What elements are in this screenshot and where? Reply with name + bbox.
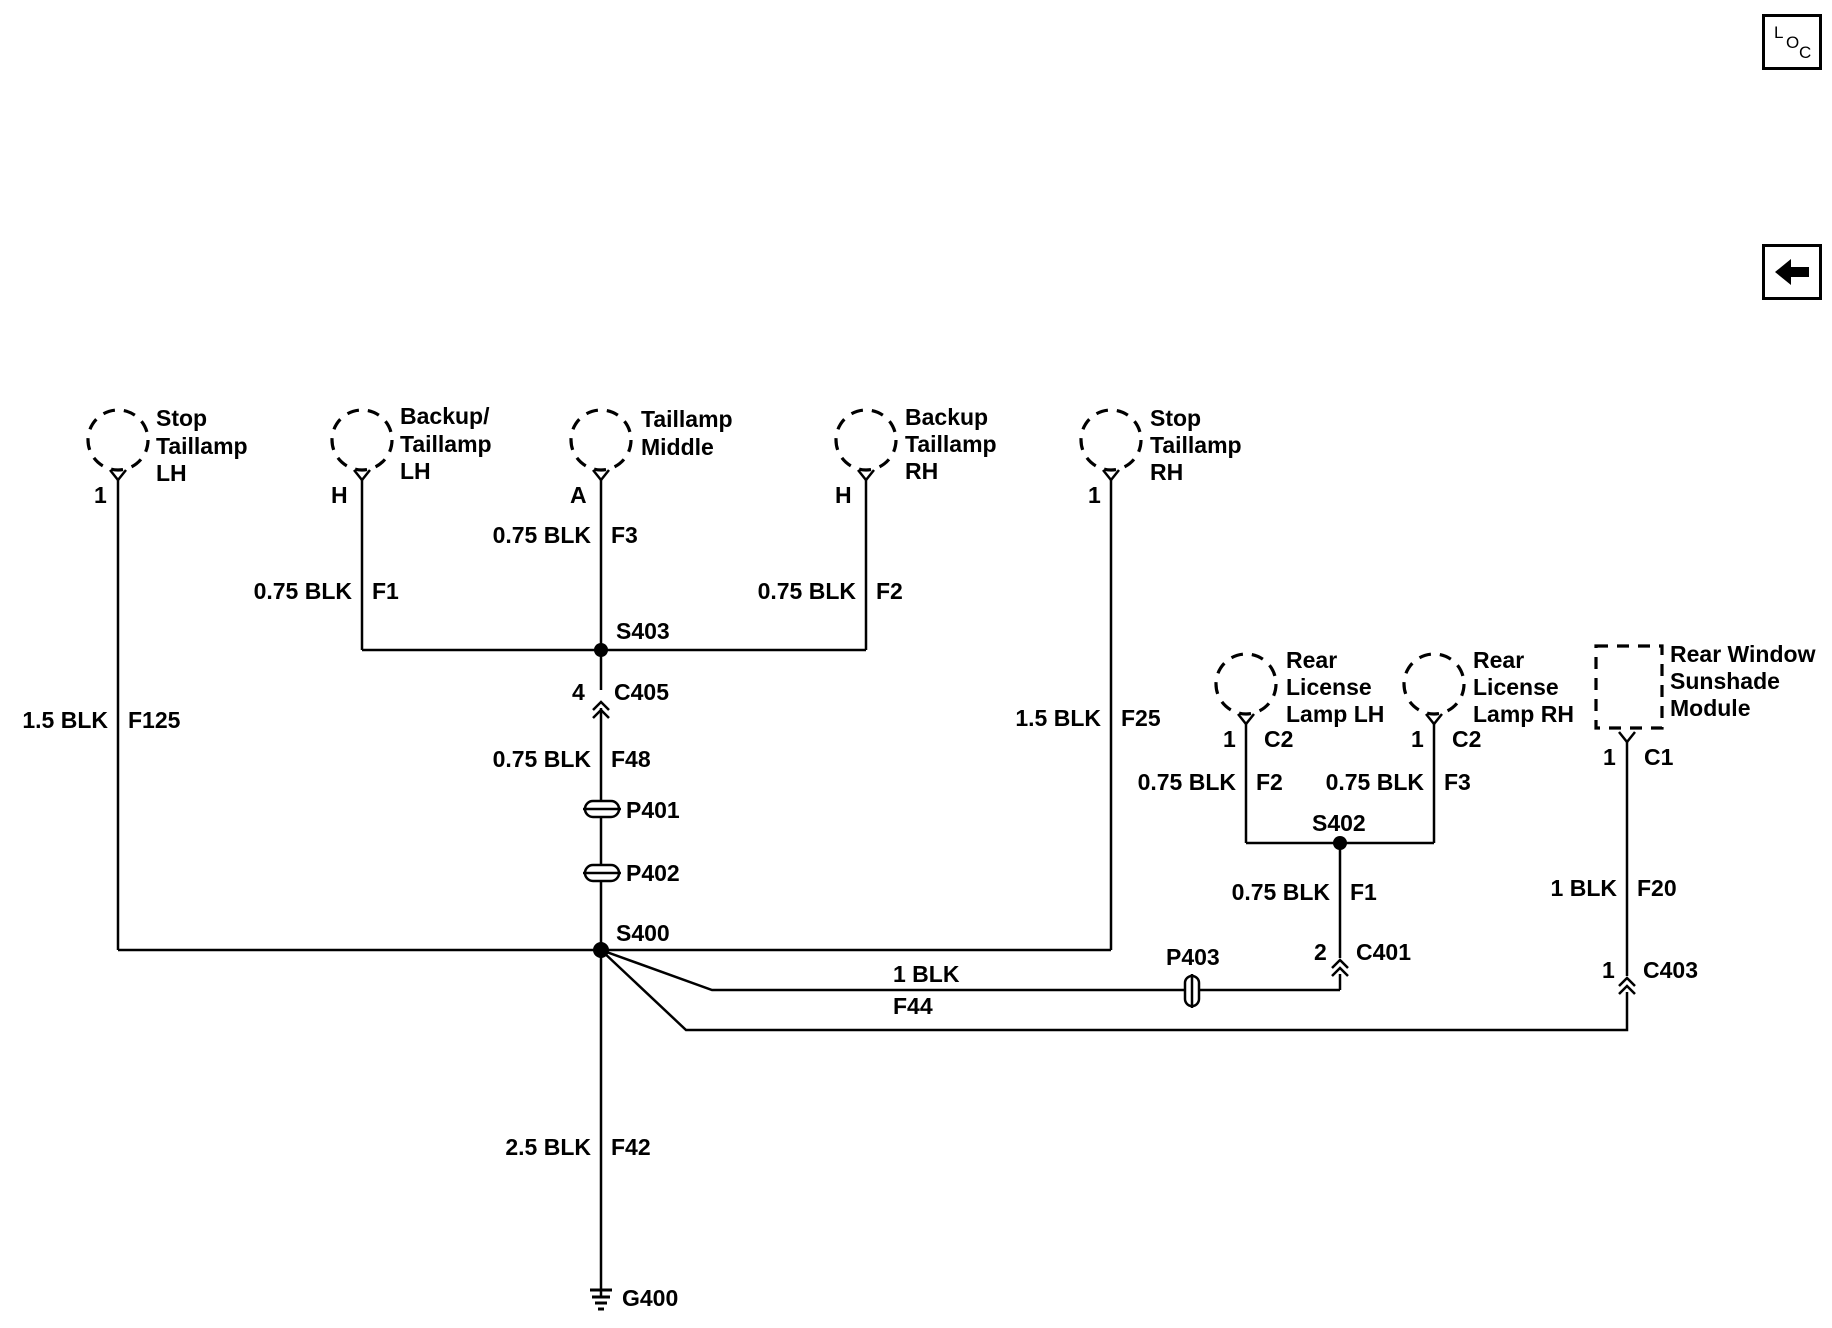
pass-through-symbols <box>583 799 1201 1008</box>
wire-f3-circuit: F3 <box>611 522 638 548</box>
passthrough-p401-label: P401 <box>626 797 680 823</box>
wire-f125-gauge: 1.5 BLK <box>22 707 108 733</box>
wire-f20-circuit: F20 <box>1637 875 1677 901</box>
connector-chevrons <box>592 700 1636 995</box>
wire-f20-gauge: 1 BLK <box>1551 875 1618 901</box>
connector-sunshade: C1 <box>1644 744 1674 770</box>
passthrough-p403-label: P403 <box>1166 944 1220 970</box>
stop-taillamp-lh-label: Stop Taillamp LH <box>156 405 254 486</box>
s402-splice-dot <box>1333 836 1347 850</box>
pin-backup-lh: H <box>331 482 348 508</box>
wires <box>116 480 1629 1285</box>
backup-taillamp-rh-symbol <box>834 408 898 472</box>
ground-g400-label: G400 <box>622 1285 678 1311</box>
pin-backup-rh: H <box>835 482 852 508</box>
left-arrow-icon <box>1775 259 1809 285</box>
connector-license-rh: C2 <box>1452 726 1481 752</box>
stop-taillamp-rh-label: Stop Taillamp RH <box>1150 405 1248 485</box>
pin-license-rh: 1 <box>1411 726 1424 752</box>
connector-license-lh: C2 <box>1264 726 1293 752</box>
wire-lic-f3-circuit: F3 <box>1444 769 1471 795</box>
wire-f2-gauge: 0.75 BLK <box>758 578 857 604</box>
connector-c405-pin: 4 <box>572 679 585 705</box>
rear-license-lamp-lh-symbol <box>1214 652 1278 716</box>
backup-taillamp-rh-label: Backup Taillamp RH <box>905 404 1003 484</box>
wire-lic-f3-gauge: 0.75 BLK <box>1326 769 1425 795</box>
wire-f2-circuit: F2 <box>876 578 903 604</box>
connector-c401-label: C401 <box>1356 939 1411 965</box>
back-button[interactable] <box>1762 244 1822 300</box>
wire-f44-circuit: F44 <box>893 993 933 1019</box>
pin-symbols <box>109 469 1636 745</box>
connector-c403-label: C403 <box>1643 957 1698 983</box>
stop-taillamp-rh-symbol <box>1079 408 1143 472</box>
wire-f3-gauge: 0.75 BLK <box>493 522 592 548</box>
stop-taillamp-lh-symbol <box>86 408 150 472</box>
wire-lic-f2-gauge: 0.75 BLK <box>1138 769 1237 795</box>
connector-c405-label: C405 <box>614 679 669 705</box>
connector-c403-pin: 1 <box>1602 957 1615 983</box>
splice-s403-label: S403 <box>616 618 670 644</box>
wire-f1-gauge: 0.75 BLK <box>254 578 353 604</box>
pin-license-lh: 1 <box>1223 726 1236 752</box>
rear-license-lamp-lh-label: Rear License Lamp LH <box>1286 647 1384 727</box>
connector-c401-pin: 2 <box>1314 939 1327 965</box>
rear-license-lamp-rh-label: Rear License Lamp RH <box>1473 647 1574 727</box>
backup-taillamp-lh-symbol <box>330 408 394 472</box>
wire-f48-gauge: 0.75 BLK <box>493 746 592 772</box>
wire-f25-gauge: 1.5 BLK <box>1015 705 1101 731</box>
wire-lic-f2-circuit: F2 <box>1256 769 1283 795</box>
s403-splice-dot <box>594 643 608 657</box>
taillamp-middle-symbol <box>569 408 633 472</box>
wire-f125-circuit: F125 <box>128 707 181 733</box>
loc-icon: L O C <box>1774 23 1812 62</box>
wire-f25-circuit: F25 <box>1121 705 1161 731</box>
passthrough-p402-label: P402 <box>626 860 680 886</box>
wire-f42-gauge: 2.5 BLK <box>505 1134 591 1160</box>
splice-s402-label: S402 <box>1312 810 1366 836</box>
pin-stop-lh: 1 <box>94 482 107 508</box>
sunshade-module-symbol <box>1594 644 1664 730</box>
wire-f48-circuit: F48 <box>611 746 651 772</box>
wire-lic-f1-gauge: 0.75 BLK <box>1232 879 1331 905</box>
sunshade-module-label: Rear Window Sunshade Module <box>1670 641 1822 721</box>
pin-stop-rh: 1 <box>1088 482 1101 508</box>
wire-f44-gauge: 1 BLK <box>893 961 960 987</box>
wire-lic-f1-circuit: F1 <box>1350 879 1377 905</box>
backup-taillamp-lh-label: Backup/ Taillamp LH <box>400 403 498 484</box>
taillamp-middle-label: Taillamp Middle <box>641 406 739 460</box>
wire-f1-circuit: F1 <box>372 578 399 604</box>
rear-license-lamp-rh-symbol <box>1402 652 1466 716</box>
wire-f42-circuit: F42 <box>611 1134 651 1160</box>
pin-sunshade: 1 <box>1603 744 1616 770</box>
pin-taillamp-middle: A <box>570 482 587 508</box>
loc-button[interactable]: L O C <box>1762 14 1822 70</box>
splice-s400-label: S400 <box>616 920 670 946</box>
s400-splice-dot <box>593 942 609 958</box>
ground-symbol <box>590 1285 612 1311</box>
